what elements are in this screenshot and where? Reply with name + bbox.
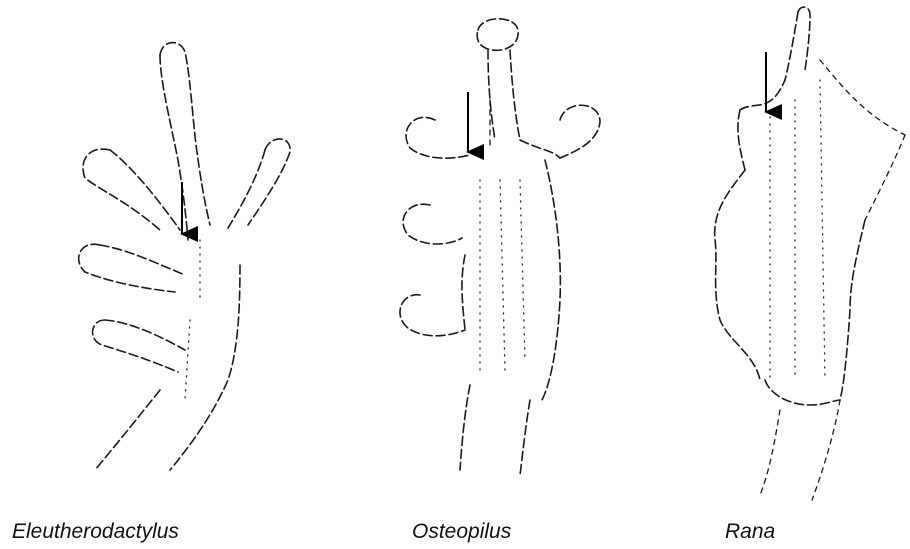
label-rana: Rana <box>725 520 775 544</box>
label-eleutherodactylus: Eleutherodactylus <box>12 520 179 544</box>
eleutherodactylus-foot <box>79 43 290 470</box>
label-osteopilus: Osteopilus <box>412 520 511 544</box>
osteopilus-foot <box>400 19 600 475</box>
rana-foot <box>715 7 905 500</box>
